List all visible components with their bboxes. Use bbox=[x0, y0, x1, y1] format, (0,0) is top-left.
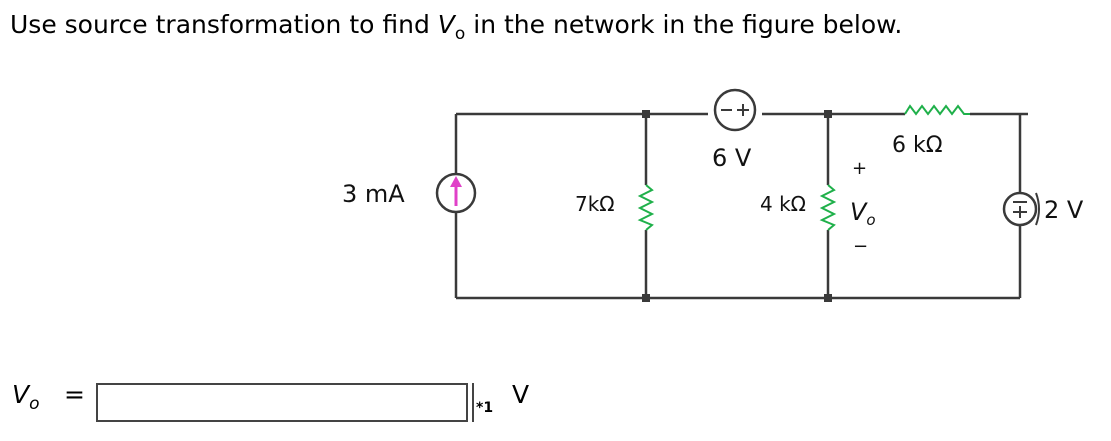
vo-plus-sign: + bbox=[852, 158, 867, 179]
answer-label: Vo bbox=[12, 380, 40, 414]
voltage-source-top-label: 6 V bbox=[712, 144, 752, 172]
question-variable: V bbox=[437, 10, 455, 39]
answer-unit: V bbox=[512, 380, 530, 409]
voltage-source-right-label: 2 V bbox=[1044, 196, 1084, 224]
circuit-wires bbox=[454, 112, 1028, 300]
voltage-source-top bbox=[713, 88, 757, 132]
circuit-diagram: 3 mA 7kΩ 6 V 4 kΩ + Vo − 6 kΩ 2 V bbox=[342, 88, 1084, 302]
current-source-label: 3 mA bbox=[342, 180, 405, 208]
junction-dot bbox=[824, 110, 832, 118]
junction-dot bbox=[642, 294, 650, 302]
junction-dots bbox=[642, 110, 832, 302]
current-source bbox=[435, 172, 477, 214]
vo-label: Vo bbox=[850, 198, 876, 229]
resistor-4k-label: 4 kΩ bbox=[760, 192, 806, 216]
resistor-7k-label: 7kΩ bbox=[575, 192, 615, 216]
resistor-7k bbox=[637, 184, 655, 231]
question-variable-subscript: o bbox=[454, 24, 466, 44]
answer-bracket bbox=[472, 383, 478, 422]
voltage-source-right bbox=[1002, 191, 1040, 227]
resistor-6k-label: 6 kΩ bbox=[892, 133, 943, 158]
vo-minus-sign: − bbox=[853, 236, 868, 257]
resistor-6k bbox=[904, 104, 970, 116]
answer-mark: *1 bbox=[476, 400, 494, 416]
answer-input[interactable] bbox=[96, 383, 468, 422]
junction-dot bbox=[642, 110, 650, 118]
junction-dot bbox=[824, 294, 832, 302]
answer-equals: = bbox=[64, 380, 85, 409]
question-suffix: in the network in the figure below. bbox=[465, 10, 903, 39]
question-text: Use source transformation to find Vo in … bbox=[10, 8, 903, 44]
current-arrow-icon bbox=[450, 176, 462, 187]
question-prefix: Use source transformation to find bbox=[10, 10, 438, 39]
resistor-4k bbox=[819, 184, 837, 231]
